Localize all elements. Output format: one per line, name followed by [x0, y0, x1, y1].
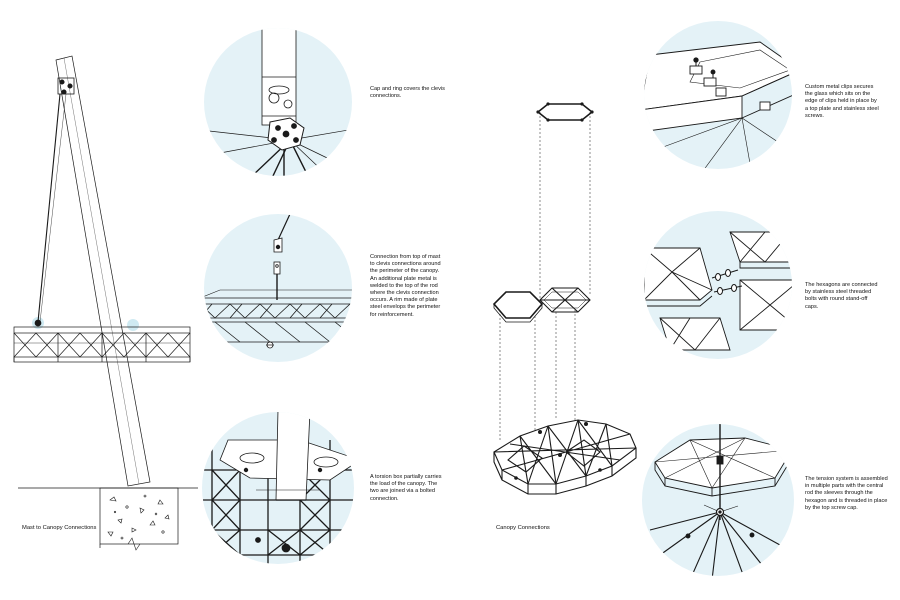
callout-mast-clevis: Connection from top of mast to clevis co…	[370, 254, 465, 319]
callout-line: caps.	[805, 303, 819, 310]
exploded-canopy	[492, 102, 637, 495]
detail-cap-ring	[204, 28, 352, 176]
callout-line: connections.	[370, 93, 402, 100]
detail-glass-clips	[644, 21, 792, 169]
callout-line: a top plate and stainless steel	[805, 105, 879, 112]
callout-line: Cap and ring covers the clevis	[370, 86, 445, 92]
callout-line: the glass which sits on the	[805, 91, 871, 98]
callout-line: welded to the top of the rod	[370, 282, 438, 289]
callout-line: rod the sleeves through the	[805, 490, 873, 497]
callout-tension-system: The tension system is assembled in multi…	[805, 476, 899, 512]
callout-line: the perimeter of the canopy.	[370, 268, 440, 275]
detail-hex-bolts	[644, 211, 792, 359]
callout-line: hexagon and is threaded in place	[805, 497, 888, 504]
callout-line: connection.	[370, 495, 399, 502]
callout-line: screws.	[805, 112, 824, 119]
callout-line: by stainless steel threaded	[805, 289, 872, 296]
callout-line: steel envelops the perimeter	[370, 304, 441, 311]
callout-line: Connection from top of mast	[370, 254, 441, 260]
callout-line: edge of clips held in place by	[805, 98, 877, 105]
callout-line: where the clevis connection	[370, 290, 439, 297]
callout-line: Custom metal clips secures	[805, 84, 874, 90]
callout-cap-ring: Cap and ring covers the clevis connectio…	[370, 86, 460, 100]
callout-line: The tension system is assembled	[805, 476, 888, 482]
callout-line: by the top screw cap.	[805, 504, 858, 511]
callout-line: An additional plate metal is	[370, 275, 437, 282]
detail-mast-clevis	[204, 214, 352, 362]
callout-line: for reinforcement.	[370, 311, 414, 318]
caption-mast-to-canopy: Mast to Canopy Connections	[22, 525, 97, 531]
callout-line: occurs. A rim made of plate	[370, 297, 438, 304]
mast-elevation	[13, 55, 198, 551]
callout-line: A torsion box partially carries	[370, 474, 442, 480]
detail-torsion-box	[202, 412, 354, 564]
detail-tension-system	[642, 424, 794, 576]
callout-line: The hexagons are connected	[805, 282, 878, 288]
callout-hex-bolts: The hexagons are connected by stainless …	[805, 282, 897, 311]
callout-glass-clips: Custom metal clips secures the glass whi…	[805, 84, 897, 120]
callout-line: to clevis connections around	[370, 261, 441, 268]
callout-line: in multiple parts with the central	[805, 483, 884, 490]
callout-torsion-box: A torsion box partially carries the load…	[370, 474, 465, 503]
callout-line: the load of the canopy. The	[370, 481, 438, 488]
callout-line: bolts with round stand-off	[805, 296, 868, 303]
callout-line: two are joined via a bolted	[370, 488, 435, 495]
caption-canopy-connections: Canopy Connections	[496, 525, 550, 531]
